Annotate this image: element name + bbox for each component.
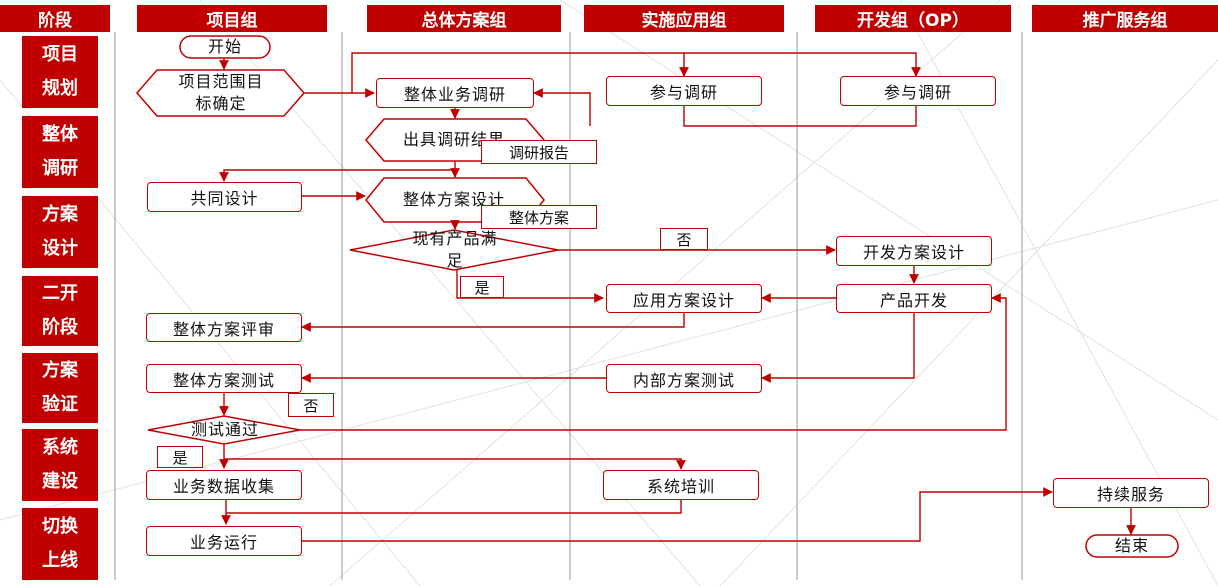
end-terminal: [1085, 534, 1179, 558]
product-dev-box: 产品开发: [836, 284, 992, 313]
data-collect-box: 业务数据收集: [146, 470, 302, 500]
no-label-1: 否: [660, 228, 708, 250]
header-phase: 阶段: [0, 5, 110, 32]
research-result-label: 出具调研结果: [402, 130, 505, 149]
header-dev-group: 开发组（OP）: [815, 5, 1011, 32]
scope-label: 项目范围目标确定: [178, 72, 264, 113]
phase-research: 整体 调研: [22, 116, 98, 188]
operation-box: 业务运行: [146, 526, 302, 556]
internal-test-box: 内部方案测试: [606, 364, 762, 393]
overall-test-box: 整体方案测试: [146, 364, 302, 393]
overall-design-label: 整体方案设计: [402, 190, 505, 209]
yes-label-2: 是: [157, 446, 203, 468]
phase-build: 系统 建设: [22, 429, 98, 501]
header-overall-group: 总体方案组: [367, 5, 561, 32]
overall-plan-label: 整体方案: [481, 205, 597, 229]
overall-research-box: 整体业务调研: [376, 78, 534, 108]
phase-design: 方案 设计: [22, 196, 98, 268]
ongoing-service-box: 持续服务: [1053, 478, 1209, 508]
yes-label-1: 是: [460, 276, 504, 298]
start-terminal: [179, 35, 271, 59]
header-service-group: 推广服务组: [1032, 5, 1218, 32]
phase-planning: 项目 规划: [22, 36, 98, 108]
start-label: 开始: [207, 37, 242, 56]
review-box: 整体方案评审: [146, 313, 302, 342]
research-report-label: 调研报告: [481, 140, 597, 164]
dev-research-box: 参与调研: [840, 76, 996, 106]
joint-design-box: 共同设计: [147, 182, 302, 212]
dev-design-box: 开发方案设计: [836, 236, 992, 266]
header-project-group: 项目组: [137, 5, 327, 32]
impl-research-box: 参与调研: [606, 76, 762, 106]
app-design-box: 应用方案设计: [606, 284, 762, 313]
training-box: 系统培训: [603, 470, 759, 500]
product-fit-label: 现有产品满足: [412, 229, 498, 270]
phase-dev: 二开 阶段: [22, 276, 98, 346]
end-label: 结束: [1114, 536, 1149, 555]
no-label-2: 否: [288, 393, 334, 417]
phase-golive: 切换 上线: [22, 508, 98, 580]
header-impl-group: 实施应用组: [584, 5, 784, 32]
test-pass-label: 测试通过: [190, 420, 259, 439]
phase-verify: 方案 验证: [22, 353, 98, 423]
